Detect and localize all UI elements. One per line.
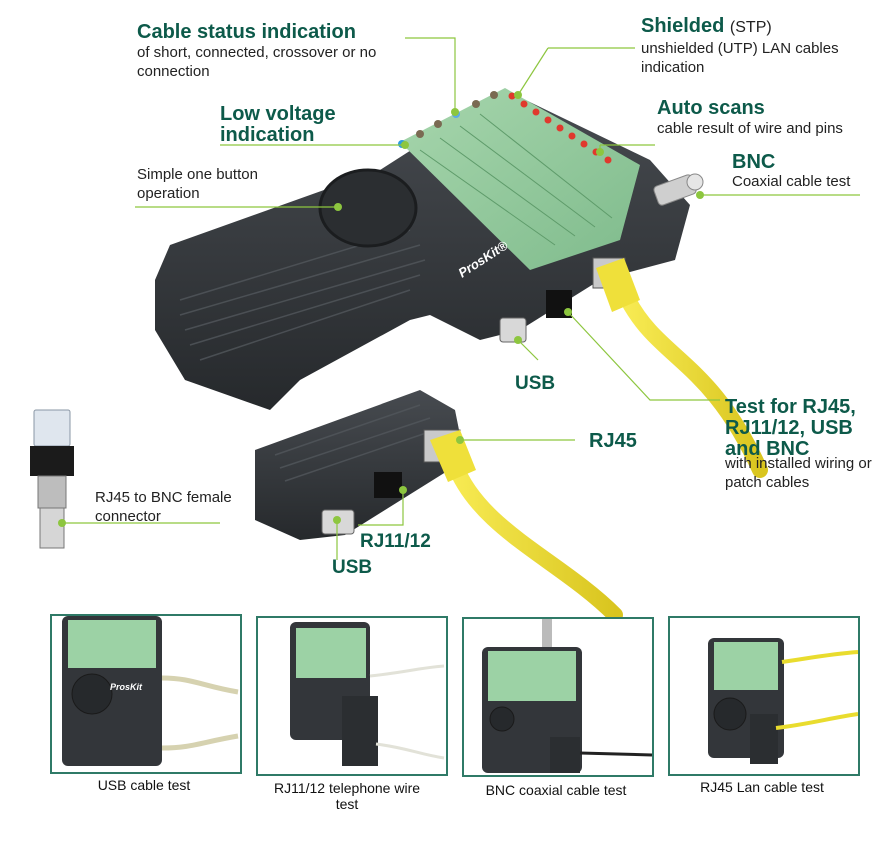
patch-cable-main bbox=[620, 292, 768, 478]
usb-remote-label: USB bbox=[332, 557, 373, 578]
status-panel bbox=[400, 88, 640, 270]
shielded-title: Shielded (STP) bbox=[641, 16, 772, 37]
bnc-title: BNC bbox=[732, 151, 776, 173]
usb-main-label: USB bbox=[515, 373, 556, 394]
usb-test-photo: ProsKit bbox=[50, 614, 242, 774]
patch-cable-remote bbox=[447, 457, 623, 623]
cable-status-desc: of short, connected, crossover or no con… bbox=[137, 44, 377, 80]
remote-unit bbox=[255, 390, 476, 540]
bnc-test-photo bbox=[462, 617, 654, 777]
shielded-desc: unshielded (UTP) LAN cables indication bbox=[641, 40, 839, 76]
cable-status-title: Cable status indication bbox=[137, 21, 356, 43]
rj45-test-caption: RJ45 Lan cable test bbox=[700, 779, 824, 795]
rj45-bnc-adapter bbox=[30, 409, 74, 549]
bnc-test-illustration bbox=[482, 619, 652, 773]
callout-lines bbox=[62, 37, 860, 560]
test-for-desc: with installed wiring or patch cables bbox=[725, 455, 872, 491]
rj45-test-photo bbox=[668, 616, 860, 776]
test-button bbox=[318, 168, 418, 248]
shielded-title-main: Shielded bbox=[641, 15, 725, 37]
rj45-label: RJ45 bbox=[589, 430, 637, 452]
connector-desc: RJ45 to BNC female connector bbox=[95, 489, 232, 525]
rj11-label: RJ11/12 bbox=[360, 531, 431, 552]
rj11-test-caption: RJ11/12 telephone wire test bbox=[273, 780, 421, 813]
main-tester-unit: ProsKit® bbox=[155, 88, 704, 410]
bnc-test-caption: BNC coaxial cable test bbox=[485, 782, 627, 798]
bnc-connector bbox=[653, 173, 704, 206]
usb-test-illustration: ProsKit bbox=[62, 616, 239, 766]
rj45-test-illustration bbox=[708, 638, 858, 764]
usb-test-caption: USB cable test bbox=[97, 777, 191, 793]
one-button-desc: Simple one button operation bbox=[137, 166, 258, 202]
bnc-desc: Coaxial cable test bbox=[732, 173, 851, 190]
svg-text:ProsKit: ProsKit bbox=[110, 682, 143, 692]
auto-scans-desc: cable result of wire and pins bbox=[657, 120, 843, 137]
auto-scans-title: Auto scans bbox=[657, 97, 765, 119]
rj11-test-illustration bbox=[290, 622, 445, 766]
rj11-test-photo bbox=[256, 616, 448, 776]
test-for-title: Test for RJ45, RJ11/12, USB and BNC bbox=[725, 396, 856, 460]
shielded-title-suffix: (STP) bbox=[729, 19, 772, 36]
low-voltage-title: Low voltage indication bbox=[220, 103, 336, 146]
usb-port bbox=[499, 317, 527, 343]
callout-dots bbox=[58, 91, 704, 527]
